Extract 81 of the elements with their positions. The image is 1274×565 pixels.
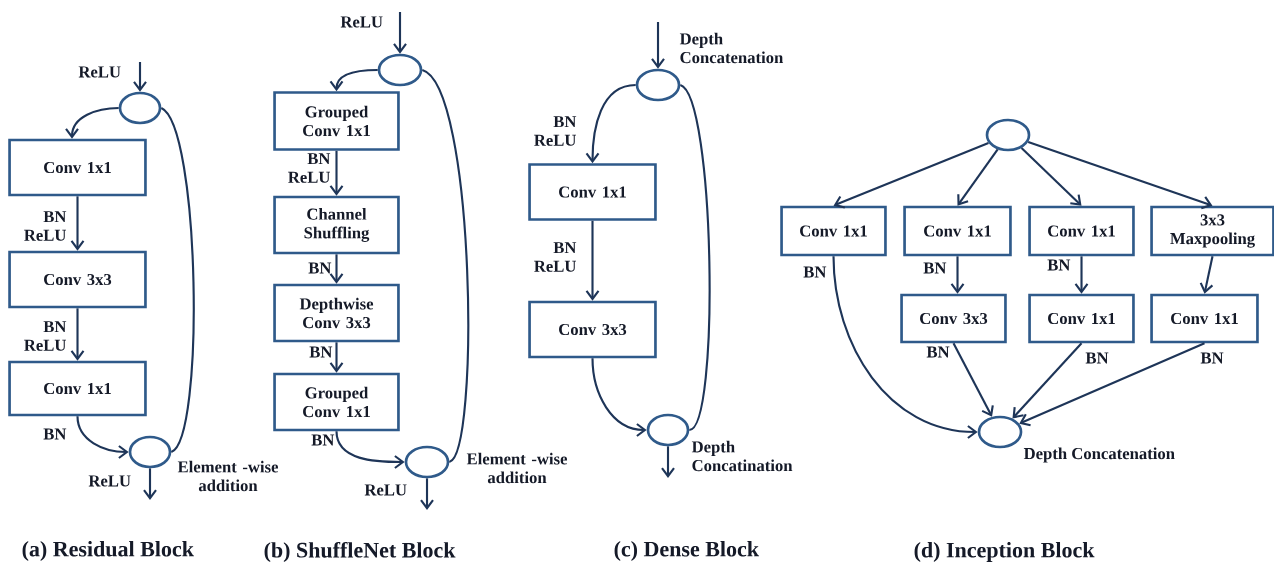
edge-label: BN <box>311 434 335 446</box>
layer-box: Depthwise Conv 3x3 <box>273 283 400 343</box>
edge-label: BN <box>923 262 947 274</box>
arrow <box>1020 147 1082 206</box>
junction-circle <box>118 91 162 125</box>
caption: (b) ShuffleNet Block <box>264 541 456 563</box>
layer-box: Grouped Conv 1x1 <box>273 372 400 432</box>
arrow <box>143 468 157 500</box>
layer-box: Conv 1x1 <box>1028 205 1135 257</box>
layer-box: Conv 1x1 <box>528 163 657 221</box>
operation-label: Depth Concatenation <box>1023 447 1175 463</box>
edge-label: BN <box>803 266 827 278</box>
caption: (d) Inception Block <box>914 542 1095 562</box>
junction-circle <box>128 435 172 469</box>
layer-box: 3x3 Maxpooling <box>1150 205 1274 257</box>
arrow <box>591 358 647 437</box>
junction-circle <box>646 413 690 447</box>
operation-label: Depth Concatenation <box>679 32 784 64</box>
edge-label: BN <box>1200 352 1224 364</box>
edge-label: BN ReLU <box>24 211 67 241</box>
arrow <box>393 12 407 54</box>
operation-label: Element -wise addition <box>177 460 278 492</box>
edge-label: BN <box>1047 259 1071 271</box>
junction-circle <box>977 415 1023 449</box>
edge-label: ReLU <box>340 16 383 28</box>
arrow <box>133 62 147 92</box>
arrow <box>832 256 978 439</box>
arrow <box>1199 256 1214 294</box>
arrow <box>329 254 344 284</box>
edge-label: ReLU <box>88 475 131 487</box>
junction-circle <box>377 53 423 87</box>
arrow <box>70 196 85 251</box>
edge-label: BN <box>309 346 333 358</box>
junction-circle <box>985 118 1031 152</box>
arrow <box>957 148 999 206</box>
arrow <box>651 22 665 69</box>
arrow <box>76 416 129 459</box>
arrow <box>1074 256 1089 294</box>
arrow <box>65 106 119 139</box>
operation-label: Depth Concatination <box>691 440 793 472</box>
edge-label: BN ReLU <box>534 116 577 146</box>
edge-label: BN ReLU <box>288 153 331 183</box>
layer-box: Conv 1x1 <box>8 360 147 417</box>
arrow <box>1012 342 1083 419</box>
arrow <box>335 431 405 469</box>
caption: (a) Residual Block <box>22 541 194 561</box>
edge-label: ReLU <box>364 484 407 496</box>
layer-box: Conv 1x1 <box>1150 293 1259 344</box>
caption: (c) Dense Block <box>614 541 759 561</box>
edge-label: BN <box>1085 352 1109 364</box>
arrow <box>950 256 965 294</box>
edge-label: BN ReLU <box>24 321 67 351</box>
arrow <box>585 83 636 164</box>
junction-circle <box>404 445 450 479</box>
arrow <box>952 342 994 417</box>
edge-label: BN <box>43 428 67 440</box>
layer-box: Conv 1x1 <box>903 205 1012 257</box>
arrow <box>329 342 344 373</box>
arrow <box>833 141 989 209</box>
arrow <box>1027 140 1213 210</box>
layer-box: Conv 1x1 <box>1028 293 1135 344</box>
layer-box: Grouped Conv 1x1 <box>273 91 400 151</box>
layer-box: Conv 1x1 <box>8 138 147 197</box>
edge-label: BN <box>926 346 950 358</box>
edge-label: ReLU <box>78 66 121 78</box>
layer-box: Conv 3x3 <box>900 293 1007 344</box>
arrow <box>70 308 85 361</box>
arrow <box>1019 342 1205 427</box>
arrow <box>661 446 675 478</box>
layer-box: Conv 1x1 <box>780 205 887 257</box>
edge-label: BN ReLU <box>534 242 577 272</box>
layer-box: Conv 3x3 <box>8 250 147 309</box>
arrow <box>585 220 600 301</box>
arrow <box>329 68 378 92</box>
layer-box: Channel Shuffling <box>273 195 400 255</box>
junction-circle <box>635 68 681 102</box>
layer-box: Conv 3x3 <box>528 300 657 359</box>
arrow <box>329 150 344 196</box>
operation-label: Element -wise addition <box>466 452 567 484</box>
arrow <box>420 478 434 510</box>
edge-label: BN <box>308 262 332 274</box>
